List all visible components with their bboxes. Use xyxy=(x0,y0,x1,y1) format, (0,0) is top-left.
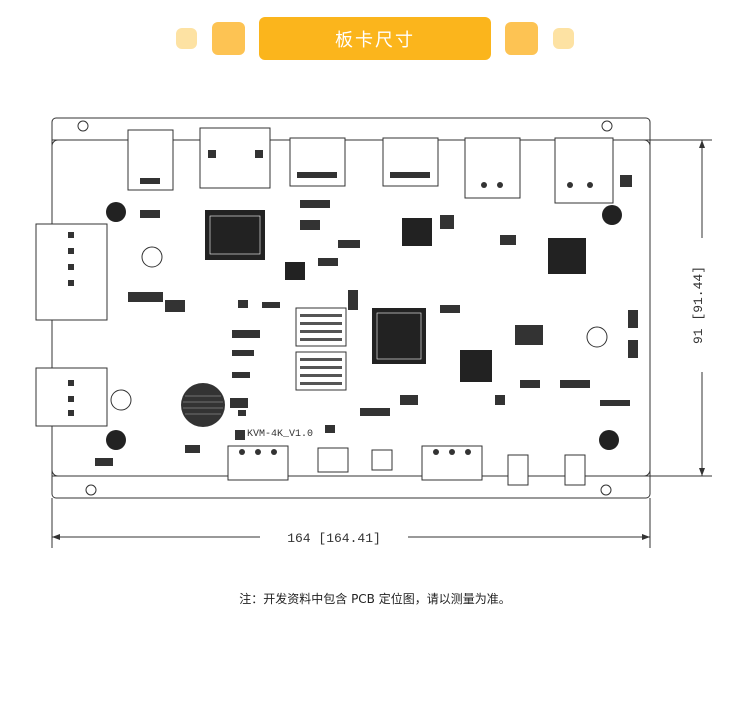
top-connector-details xyxy=(140,150,593,188)
header-decor-square-right-small xyxy=(553,28,574,49)
mount-holes xyxy=(77,120,613,496)
top-connectors xyxy=(127,127,614,204)
page-title: 板卡尺寸 xyxy=(259,17,491,60)
height-dimension-label: 91 [91.44] xyxy=(691,266,706,344)
small-components xyxy=(95,175,638,466)
bottom-connectors xyxy=(227,445,586,486)
footnote: 注：开发资料中包含 PCB 定位图，请以测量为准。 xyxy=(239,592,511,606)
left-connectors xyxy=(35,223,108,427)
header-decor-square-left xyxy=(212,22,245,55)
memory-chips xyxy=(295,307,347,391)
round-components xyxy=(106,202,622,450)
board-silk-label: KVM-4K_V1.0 xyxy=(247,429,313,440)
header-decor-square-right xyxy=(505,22,538,55)
width-dimension-label: 164 [164.41] xyxy=(287,531,381,546)
header-decor-square-left-small xyxy=(176,28,197,49)
width-dimension-lines xyxy=(51,498,651,548)
height-dimension-lines xyxy=(650,139,712,477)
pcb-dimension-diagram: KVM-4K_V1.0 164 [164.41] 91 [91.44] xyxy=(35,117,712,548)
ic-chips xyxy=(205,210,586,382)
